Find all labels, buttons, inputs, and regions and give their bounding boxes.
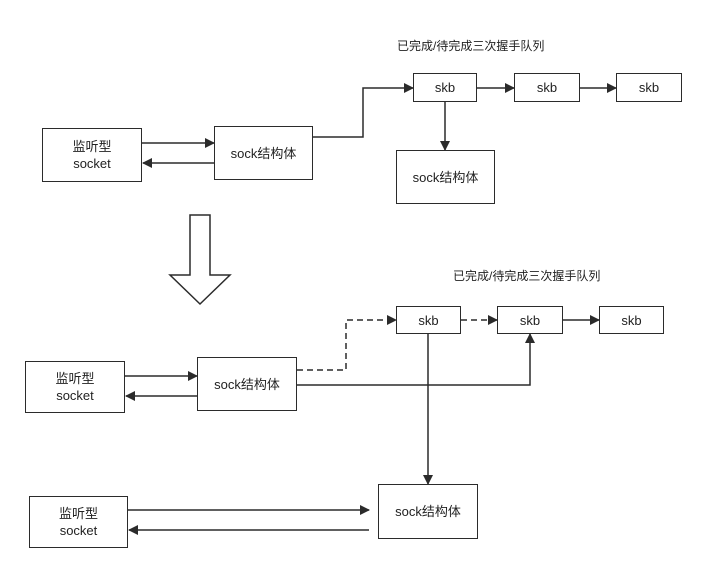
arrow-sock-to-skb1-top: [313, 83, 414, 138]
top-skb-box-3: skb: [616, 73, 682, 102]
middle-queue-label: 已完成/待完成三次握手队列: [453, 269, 601, 283]
middle-listen-socket-line2: socket: [56, 388, 94, 403]
top-sock-struct-label: sock结构体: [230, 145, 297, 161]
top-new-sock-struct-label: sock结构体: [412, 169, 479, 185]
bottom-listen-socket-box: 监听型 socket: [29, 496, 128, 548]
middle-sock-struct-label: sock结构体: [214, 376, 280, 392]
top-skb-box-2: skb: [514, 73, 580, 102]
bottom-listen-socket-line2: socket: [59, 523, 98, 538]
dashed-sock-to-skb1-mid: [297, 315, 397, 371]
middle-listen-socket-line1: 监听型: [55, 371, 95, 386]
middle-skb-box-1: skb: [396, 306, 461, 334]
bottom-sock-struct-label: sock结构体: [395, 504, 461, 519]
arrow-sock-to-skb2-mid: [297, 333, 535, 386]
top-skb-label-3: skb: [638, 80, 660, 95]
top-skb-box-1: skb: [413, 73, 477, 102]
top-skb-label-1: skb: [434, 80, 456, 95]
bottom-listen-socket-line1: 监听型: [58, 506, 98, 521]
top-listen-socket-box: 监听型 socket: [42, 128, 142, 182]
middle-skb-box-2: skb: [497, 306, 563, 334]
top-listen-socket-line2: socket: [73, 156, 111, 171]
top-sock-struct-box: sock结构体: [214, 126, 313, 180]
middle-skb-label-2: skb: [519, 312, 541, 328]
top-listen-socket-line1: 监听型: [72, 139, 112, 154]
middle-skb-label-1: skb: [418, 312, 439, 328]
middle-listen-socket-box: 监听型 socket: [25, 361, 125, 413]
bottom-sock-struct-box: sock结构体: [378, 484, 478, 539]
top-queue-label: 已完成/待完成三次握手队列: [397, 39, 545, 53]
top-skb-label-2: skb: [536, 80, 558, 95]
top-new-sock-struct-box: sock结构体: [396, 150, 495, 204]
transition-down-arrow: [168, 214, 232, 306]
middle-skb-box-3: skb: [599, 306, 664, 334]
middle-skb-label-3: skb: [621, 312, 642, 328]
middle-sock-struct-box: sock结构体: [197, 357, 297, 411]
